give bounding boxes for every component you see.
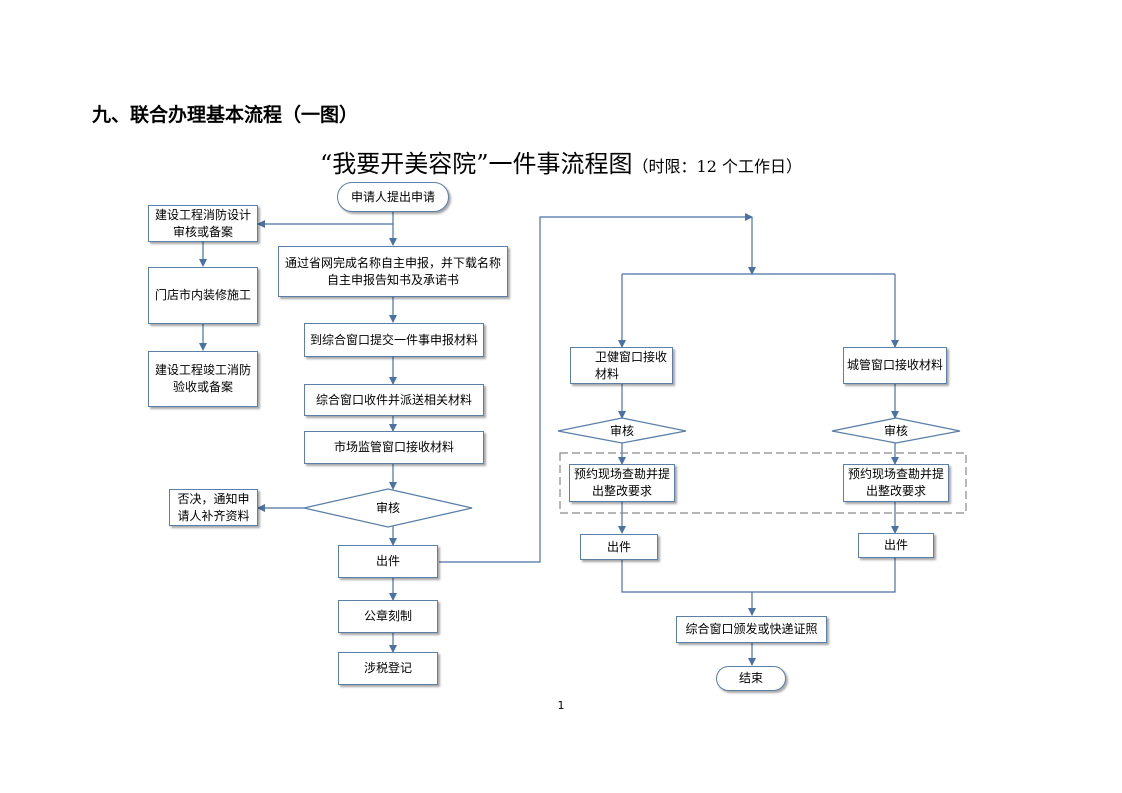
dispatch-materials-step: 综合窗口收件并派送相关材料 — [304, 384, 484, 416]
reject-notify-step: 否决，通知申请人补齐资料 — [169, 489, 258, 526]
fire-acceptance-step: 建设工程竣工消防验收或备案 — [148, 351, 258, 407]
end-node: 结束 — [716, 666, 786, 691]
tax-registration-step: 涉税登记 — [338, 652, 438, 685]
submit-materials-step: 到综合窗口提交一件事申报材料 — [304, 323, 484, 357]
market-receive-step: 市场监管窗口接收材料 — [304, 431, 484, 464]
flowchart-title: “我要开美容院”一件事流程图（时限：12 个工作日） — [0, 144, 1122, 179]
review-urban-label: 审核 — [883, 423, 908, 438]
flowchart-title-time-limit: （时限：12 个工作日） — [632, 157, 802, 176]
seal-making-step: 公章刻制 — [338, 600, 438, 633]
issue-urban-step: 出件 — [858, 533, 934, 558]
review-health-label: 审核 — [609, 423, 634, 438]
section-heading: 九、联合办理基本流程（一图） — [92, 104, 359, 126]
urban-receive-step: 城管窗口接收材料 — [843, 347, 947, 384]
inspect-health-step: 预约现场查勘并提出整改要求 — [569, 464, 675, 502]
inspect-urban-step: 预约现场查勘并提出整改要求 — [843, 464, 949, 502]
online-declare-step: 通过省网完成名称自主申报，并下载名称自主申报告知书及承诺书 — [278, 246, 508, 297]
start-node: 申请人提出申请 — [337, 182, 449, 212]
review-main-label: 审核 — [375, 500, 400, 515]
certificate-issue-step: 综合窗口颁发或快递证照 — [676, 616, 827, 643]
review-diamond-health — [557, 417, 687, 444]
inspection-group-frame — [559, 452, 967, 514]
page-number: 1 — [557, 699, 565, 712]
review-diamond-urban — [831, 417, 961, 444]
health-receive-step: 卫健窗口接收材料 — [570, 347, 673, 384]
issue-health-step: 出件 — [580, 534, 658, 560]
fire-design-step: 建设工程消防设计审核或备案 — [148, 205, 258, 242]
review-diamond-main — [303, 488, 473, 528]
store-decoration-step: 门店市内装修施工 — [148, 267, 258, 324]
issue-main-step: 出件 — [338, 545, 438, 578]
flowchart-title-main: “我要开美容院”一件事流程图 — [320, 150, 633, 178]
